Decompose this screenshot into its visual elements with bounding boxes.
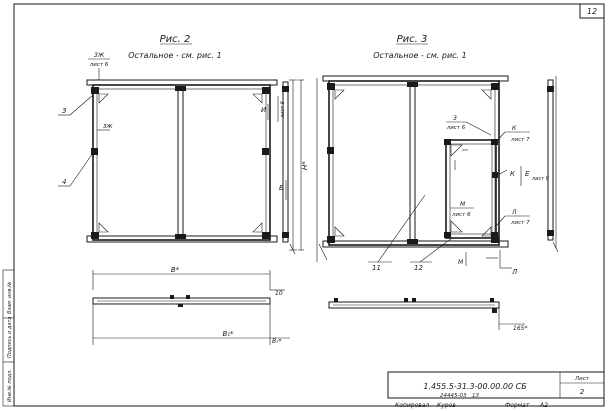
title-block: 1.455.5-31.3-00.00.00 СБ Лист 2 24445-03…: [387, 371, 605, 409]
sheet-border: [13, 3, 605, 407]
page-number-box: [579, 3, 605, 19]
fig3-label-3: 3: [453, 115, 457, 122]
fig3-label-k1-sheet: лист 7: [510, 137, 530, 143]
fig2-label-i: И: [261, 106, 267, 114]
fig3-note: Остальное - см. рис. 1: [373, 51, 466, 60]
stamp-signature-date: Подпись и дата: [7, 317, 13, 358]
fig2-note: Остальное - см. рис. 1: [128, 51, 221, 60]
archive-number: 24445-03: [440, 393, 467, 399]
doc-number: 1.455.5-31.3-00.00.00 СБ: [423, 382, 527, 391]
copied-label: Копировал: [395, 402, 429, 409]
stamp-vzam-inv: Взам. инв.№: [7, 282, 13, 314]
fig2-label-zh2: ЗЖ: [103, 124, 114, 130]
sheet-label: Лист: [574, 376, 590, 382]
fig2-callout-zh: ЗЖ: [94, 52, 105, 59]
fig2-dim-b: В*: [171, 266, 180, 274]
fig2-label-e: Е: [279, 184, 284, 192]
figure-3: Рис. 3 Остальное - см. рис. 1: [316, 34, 559, 332]
fig3-label-e: Е: [525, 170, 530, 178]
format-value: А2: [539, 402, 548, 409]
fig3-title: Рис. 3: [397, 34, 428, 45]
fig3-label-m-sheet: лист 6: [451, 212, 471, 218]
fig3-label-k1: К: [512, 125, 517, 132]
stamp-inv-podl: Инв.№ подл.: [7, 369, 13, 402]
fig2-dim-vertical: Н*: [301, 161, 309, 170]
fig3-label-m: М: [460, 201, 466, 208]
fig3-label-l: Л: [511, 209, 517, 216]
fig2-dim-10: 10: [275, 290, 283, 297]
fig3-label-12: 12: [414, 264, 423, 272]
copied-value: Куров: [437, 402, 456, 409]
title-block-frame: [387, 371, 605, 399]
fig2-dim-b1: В₁*: [222, 330, 234, 338]
fig2-title: Рис. 2: [160, 34, 191, 45]
fig2-label-4: 4: [62, 178, 66, 186]
fig2-label-i-sheet: лист 6: [280, 101, 286, 119]
archive-sheet: 13: [472, 393, 479, 399]
fig2-dim-b7: В₇*: [272, 338, 282, 345]
fig3-label-l-sheet: лист 7: [510, 220, 530, 226]
fig3-label-3-sheet: лист 6: [446, 125, 466, 131]
fig2-label-3: 3: [62, 107, 66, 115]
fig2-callout-sheet: лист 6: [89, 62, 109, 68]
fig3-label-k2: К: [510, 170, 516, 178]
fig3-label-11: 11: [372, 264, 381, 272]
figure-2: Рис. 2 Остальное - см. рис. 1 ЗЖ лист 6: [58, 34, 309, 345]
page-number: 12: [587, 7, 597, 16]
fig3-dim-165: 165*: [513, 325, 527, 332]
format-label: Формат: [505, 402, 530, 409]
sheet-value: 2: [580, 388, 585, 396]
fig3-label-l2: Л: [511, 268, 518, 276]
side-stamp: Инв.№ подл. Подпись и дата Взам. инв.№: [2, 269, 15, 407]
fig3-label-e-sheet: лист 8: [531, 176, 549, 182]
fig3-label-m2: М: [458, 259, 464, 266]
side-stamp-box: [2, 269, 15, 407]
